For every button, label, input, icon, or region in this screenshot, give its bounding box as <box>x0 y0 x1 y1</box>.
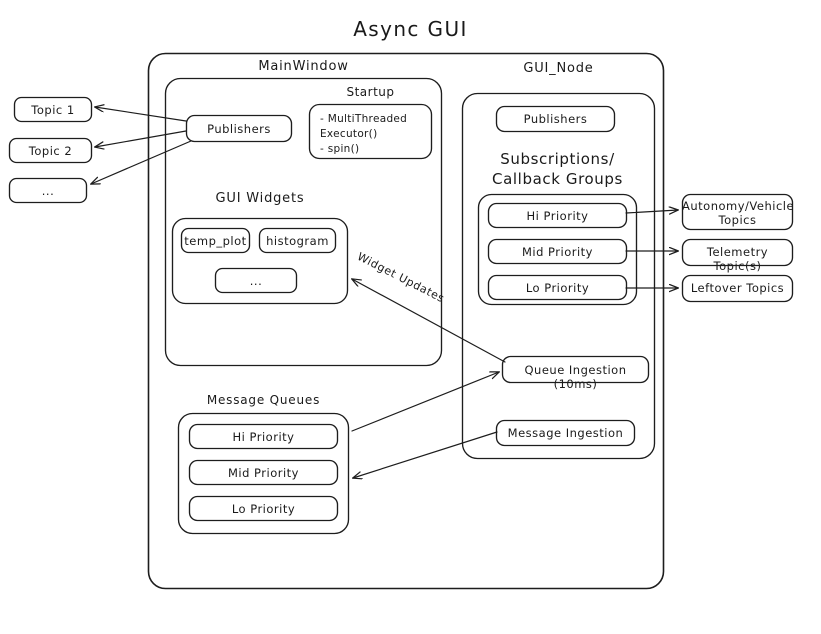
subscription-label-lo[interactable]: Lo Priority <box>525 281 590 295</box>
widget-label-temp-plot[interactable]: temp_plot <box>184 234 247 248</box>
right-topic-label-autonomy[interactable]: Autonomy/Vehicle Topics <box>682 199 795 227</box>
startup-label: Startup <box>346 85 395 99</box>
subscription-label-mid[interactable]: Mid Priority <box>521 245 593 259</box>
mainwindow-label: MainWindow <box>258 59 349 74</box>
arrow-queues-to-queue-ingestion <box>351 372 499 432</box>
gui-widgets-container <box>171 217 349 305</box>
gui-node-panel <box>461 92 656 460</box>
right-topic-label-telemetry[interactable]: Telemetry Topic(s) <box>706 245 769 274</box>
widget-label-histogram[interactable]: histogram <box>266 234 329 248</box>
arrow-message-ingestion-to-queues <box>353 431 498 478</box>
gui-widgets-label: GUI Widgets <box>215 191 305 206</box>
arrow-hi-to-autonomy <box>625 210 678 213</box>
gui-node-label: GUI_Node <box>523 61 594 76</box>
page-title: Async GUI <box>353 17 468 41</box>
message-ingestion-label[interactable]: Message Ingestion <box>507 426 624 440</box>
right-topic-label-leftover[interactable]: Leftover Topics <box>690 281 785 295</box>
subscriptions-label: Subscriptions/ Callback Groups <box>492 150 623 188</box>
arrow-label-widget-updates: Widget Updates <box>355 250 447 306</box>
gui-node-publishers-label[interactable]: Publishers <box>523 112 588 126</box>
arrow-publishers-to-topic2 <box>95 130 187 147</box>
queue-label-mid[interactable]: Mid Priority <box>227 466 299 480</box>
subscription-label-hi[interactable]: Hi Priority <box>526 209 589 223</box>
queue-label-hi[interactable]: Hi Priority <box>232 430 295 444</box>
widget-label-ellipsis[interactable]: ... <box>249 274 263 288</box>
queue-label-lo[interactable]: Lo Priority <box>231 502 296 516</box>
arrow-publishers-to-topic1 <box>95 107 187 122</box>
message-queues-label: Message Queues <box>206 393 321 407</box>
topic-label-2[interactable]: Topic 2 <box>28 144 73 158</box>
topic-label-3[interactable]: ... <box>41 184 55 198</box>
startup-items: - MultiThreaded Executor() - spin() <box>320 113 408 156</box>
queue-ingestion-label[interactable]: Queue Ingestion (10ms) <box>524 363 627 392</box>
mainwindow-publishers-label[interactable]: Publishers <box>207 122 271 136</box>
arrow-publishers-to-topic3 <box>91 140 192 184</box>
topic-label-1[interactable]: Topic 1 <box>31 103 75 117</box>
